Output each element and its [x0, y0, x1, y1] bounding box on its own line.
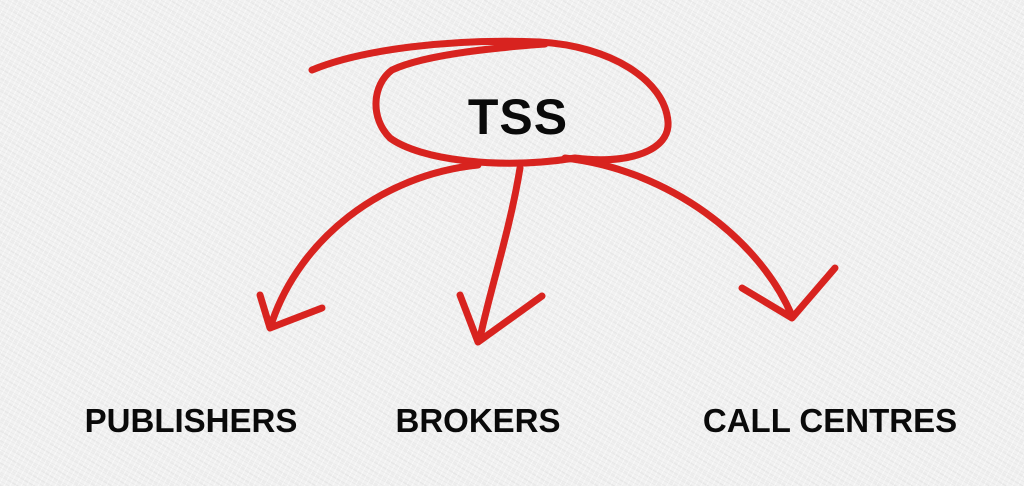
arrowhead-publishers [256, 291, 326, 332]
arrow-to-publishers [268, 161, 482, 326]
target-label-call-centres: CALL CENTRES [702, 402, 958, 439]
root-node-label: TSS [467, 89, 569, 145]
arrowhead-call-centres [738, 264, 839, 322]
arrow-to-brokers [476, 164, 524, 342]
target-label-publishers: PUBLISHERS [84, 402, 298, 439]
target-label-brokers: BROKERS [395, 402, 561, 439]
arrowhead-brokers [456, 291, 546, 346]
arrow-to-call-centres [561, 154, 796, 320]
